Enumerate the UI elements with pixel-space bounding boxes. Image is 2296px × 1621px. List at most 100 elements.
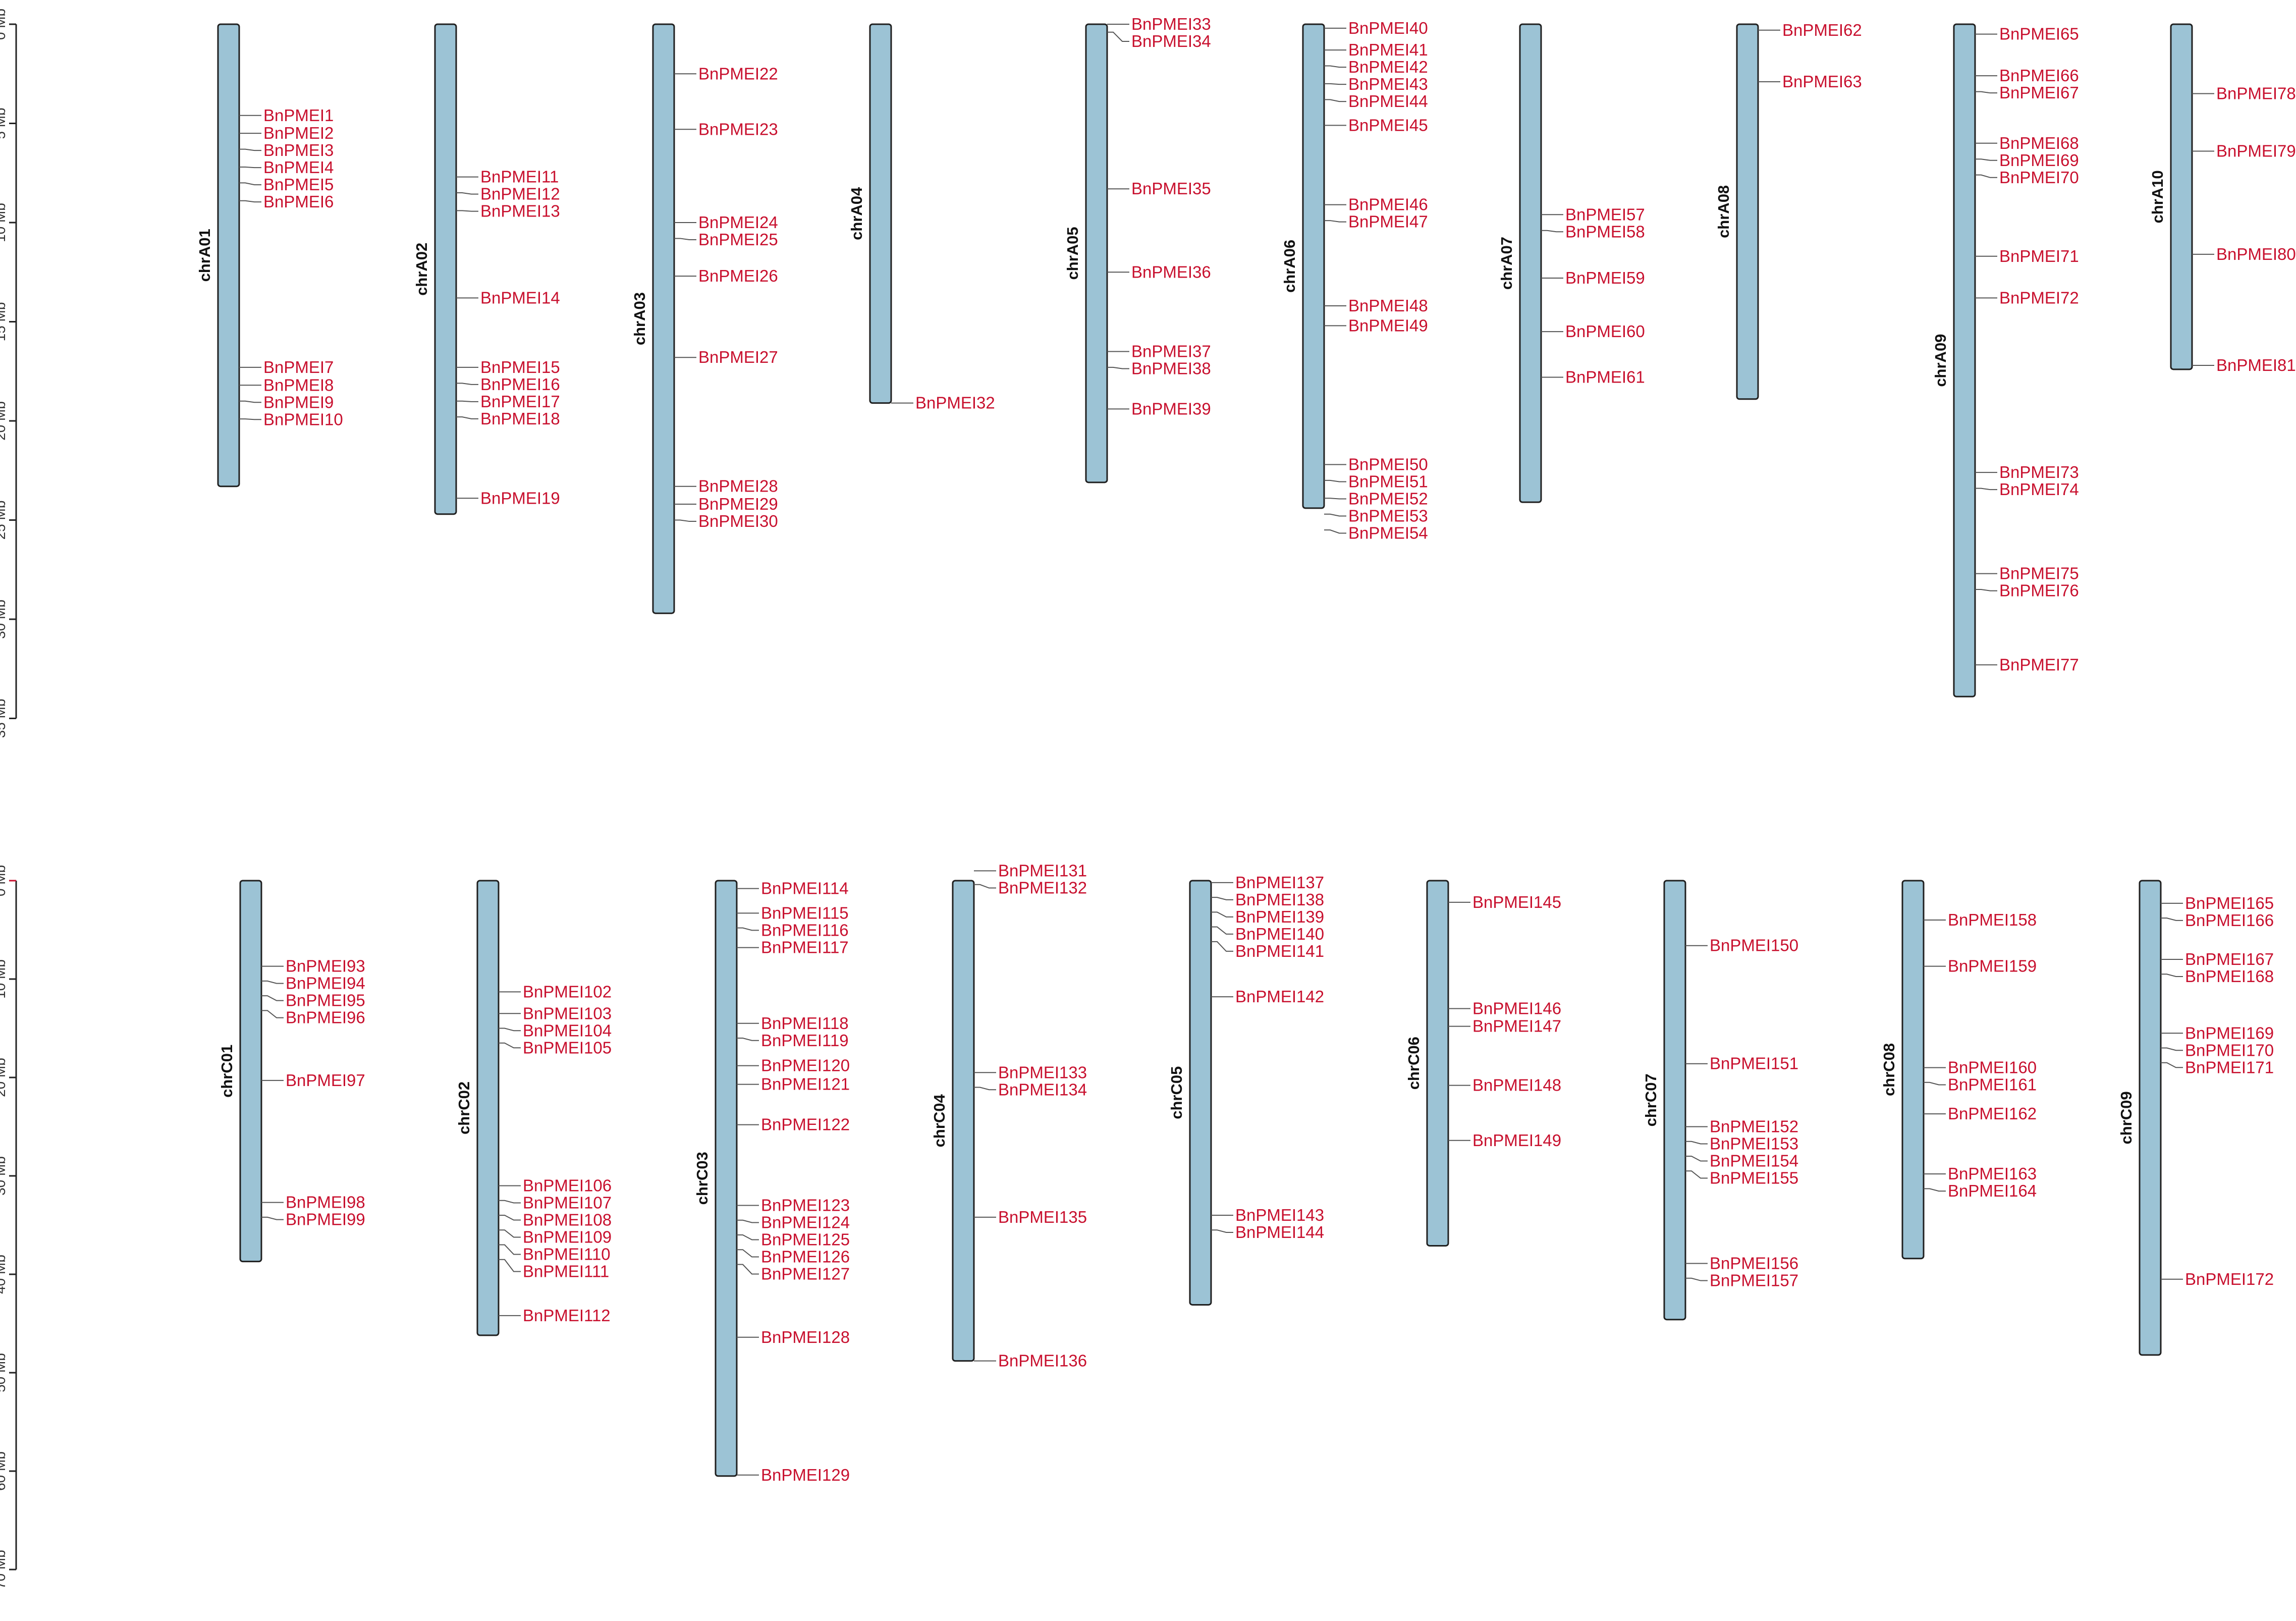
gene-label: BnPMEI41 <box>1348 40 1428 59</box>
chromosome-bar <box>1426 880 1449 1247</box>
gene-label: BnPMEI70 <box>1999 168 2079 187</box>
chromosome-chrC05: chrC05BnPMEI137BnPMEI138BnPMEI139BnPMEI1… <box>1168 873 1324 1306</box>
gene-BnPMEI94: BnPMEI94 <box>261 974 365 993</box>
gene-BnPMEI24: BnPMEI24 <box>674 213 778 232</box>
chromosome-bar <box>652 23 675 614</box>
gene-BnPMEI169: BnPMEI169 <box>2161 1023 2274 1042</box>
gene-label: BnPMEI5 <box>263 175 334 194</box>
gene-BnPMEI2: BnPMEI2 <box>239 124 334 142</box>
gene-BnPMEI5: BnPMEI5 <box>239 175 334 194</box>
scale-tick-label: 60 Mb <box>0 1451 8 1491</box>
chromosome-chrA07: chrA07BnPMEI57BnPMEI58BnPMEI59BnPMEI60Bn… <box>1498 23 1645 503</box>
gene-label: BnPMEI148 <box>1472 1076 1561 1095</box>
gene-BnPMEI153: BnPMEI153 <box>1685 1134 1798 1153</box>
gene-label: BnPMEI140 <box>1235 925 1324 943</box>
gene-label: BnPMEI24 <box>698 213 778 232</box>
gene-BnPMEI39: BnPMEI39 <box>1107 399 1211 418</box>
gene-BnPMEI10: BnPMEI10 <box>239 410 343 428</box>
gene-label: BnPMEI19 <box>480 489 560 507</box>
gene-BnPMEI52: BnPMEI52 <box>1324 489 1428 508</box>
gene-BnPMEI81: BnPMEI81 <box>2192 356 2296 374</box>
gene-label: BnPMEI146 <box>1472 999 1561 1018</box>
chromosome-name: chrC02 <box>455 1082 473 1134</box>
gene-BnPMEI13: BnPMEI13 <box>456 202 560 221</box>
gene-label: BnPMEI28 <box>698 477 778 496</box>
gene-label: BnPMEI121 <box>761 1075 850 1094</box>
gene-connector-line <box>456 210 478 212</box>
gene-BnPMEI96: BnPMEI96 <box>261 1008 365 1027</box>
gene-BnPMEI78: BnPMEI78 <box>2192 84 2296 103</box>
gene-BnPMEI116: BnPMEI116 <box>737 921 849 939</box>
gene-connector-line <box>239 148 261 151</box>
chromosome-bar <box>715 880 738 1477</box>
gene-connector-line <box>239 182 261 186</box>
gene-label: BnPMEI158 <box>1948 910 2037 929</box>
gene-label: BnPMEI81 <box>2216 356 2296 374</box>
gene-connector-line <box>1324 529 1346 534</box>
gene-label: BnPMEI138 <box>1235 890 1324 909</box>
gene-label: BnPMEI143 <box>1235 1206 1324 1224</box>
chromosome-bar <box>1736 23 1759 400</box>
scale-tick-label: 20 Mb <box>0 1058 8 1097</box>
gene-label: BnPMEI57 <box>1565 205 1645 224</box>
gene-connector-line <box>1211 897 1233 900</box>
gene-connector-line <box>974 884 996 889</box>
gene-BnPMEI12: BnPMEI12 <box>456 185 560 203</box>
gene-label: BnPMEI159 <box>1948 957 2037 976</box>
gene-label: BnPMEI65 <box>1999 25 2079 43</box>
gene-BnPMEI23: BnPMEI23 <box>674 120 778 138</box>
gene-BnPMEI161: BnPMEI161 <box>1924 1075 2037 1094</box>
gene-BnPMEI132: BnPMEI132 <box>974 879 1087 897</box>
gene-label: BnPMEI147 <box>1472 1017 1561 1036</box>
gene-label: BnPMEI7 <box>263 358 334 376</box>
scale-tick-label: 0 Mb <box>0 9 8 40</box>
gene-label: BnPMEI67 <box>1999 83 2079 102</box>
chromosome-chrC01: chrC01BnPMEI93BnPMEI94BnPMEI95BnPMEI96Bn… <box>218 880 365 1263</box>
gene-connector-line <box>1685 1170 1708 1179</box>
gene-BnPMEI30: BnPMEI30 <box>674 512 778 530</box>
gene-connector-line <box>239 400 261 403</box>
chromosome-bar <box>952 880 975 1362</box>
gene-BnPMEI139: BnPMEI139 <box>1211 907 1324 926</box>
gene-label: BnPMEI118 <box>761 1014 849 1033</box>
gene-BnPMEI79: BnPMEI79 <box>2192 142 2296 160</box>
gene-label: BnPMEI142 <box>1235 987 1324 1006</box>
gene-connector-line <box>2161 917 2183 921</box>
gene-label: BnPMEI155 <box>1710 1169 1798 1187</box>
gene-BnPMEI42: BnPMEI42 <box>1324 58 1428 76</box>
chromosome-name: chrA10 <box>2149 170 2166 223</box>
scale-tick-label: 5 Mb <box>0 107 8 139</box>
gene-label: BnPMEI40 <box>1348 19 1428 37</box>
gene-label: BnPMEI152 <box>1710 1117 1798 1136</box>
gene-BnPMEI49: BnPMEI49 <box>1324 316 1428 335</box>
gene-connector-line <box>499 1244 521 1255</box>
gene-BnPMEI98: BnPMEI98 <box>261 1193 365 1212</box>
gene-label: BnPMEI125 <box>761 1230 850 1249</box>
gene-BnPMEI162: BnPMEI162 <box>1924 1104 2037 1123</box>
gene-connector-line <box>737 1234 759 1240</box>
gene-label: BnPMEI37 <box>1131 342 1211 360</box>
gene-connector-line <box>737 1249 759 1258</box>
chromosome-name: chrC03 <box>693 1152 711 1205</box>
gene-label: BnPMEI39 <box>1131 399 1211 418</box>
gene-BnPMEI121: BnPMEI121 <box>737 1075 850 1094</box>
gene-label: BnPMEI45 <box>1348 116 1428 134</box>
gene-label: BnPMEI103 <box>523 1004 612 1022</box>
gene-label: BnPMEI126 <box>761 1248 850 1266</box>
gene-label: BnPMEI44 <box>1348 92 1428 111</box>
chromosome-name: chrA04 <box>848 187 865 240</box>
gene-label: BnPMEI168 <box>2185 967 2274 986</box>
gene-label: BnPMEI25 <box>698 230 778 249</box>
gene-label: BnPMEI3 <box>263 141 334 159</box>
gene-BnPMEI38: BnPMEI38 <box>1107 359 1211 377</box>
gene-BnPMEI127: BnPMEI127 <box>737 1264 850 1283</box>
gene-BnPMEI61: BnPMEI61 <box>1541 368 1645 387</box>
gene-connector-line <box>456 400 478 402</box>
gene-label: BnPMEI42 <box>1348 58 1428 76</box>
gene-BnPMEI154: BnPMEI154 <box>1685 1152 1798 1170</box>
gene-BnPMEI137: BnPMEI137 <box>1211 873 1324 892</box>
gene-BnPMEI68: BnPMEI68 <box>1975 134 2079 152</box>
gene-connector-line <box>1211 1229 1233 1233</box>
gene-BnPMEI7: BnPMEI7 <box>239 358 334 376</box>
